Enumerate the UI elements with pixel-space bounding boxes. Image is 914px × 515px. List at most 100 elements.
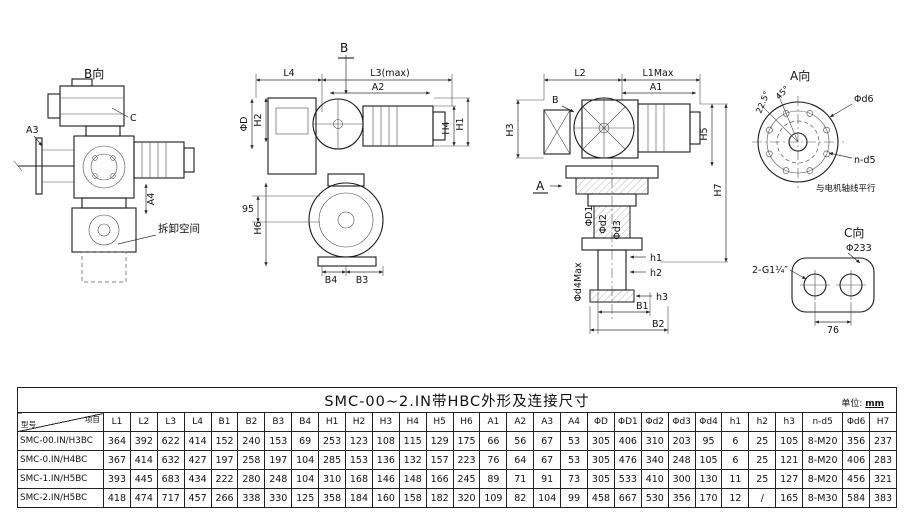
dim-value-cell: / [748, 488, 777, 508]
label-h5: H5 [699, 127, 710, 140]
label-a1: A1 [650, 82, 663, 93]
dim-value-cell: 91 [533, 469, 562, 489]
dim-value-cell: 8-M20 [802, 450, 844, 470]
dim-value-cell: 157 [425, 450, 454, 470]
dim-value-cell: 8-M20 [802, 469, 844, 489]
dim-value-cell: 305 [587, 431, 615, 451]
view-a-direction: A向 22.5° 45° Φd6 [752, 68, 876, 194]
dim-value-cell: 300 [667, 469, 696, 489]
column-header: L1 [103, 412, 131, 432]
dim-value-cell: 456 [842, 469, 871, 489]
dim-value-cell: 125 [291, 488, 320, 508]
dim-value-cell: 104 [291, 450, 320, 470]
flange-section [565, 160, 659, 320]
label-phi-d1: ΦD1 [584, 206, 595, 227]
dim-value-cell: 414 [183, 431, 212, 451]
dismantle-zone [81, 251, 127, 283]
dim-value-cell: 8-M20 [802, 431, 844, 451]
conduit-plate [791, 257, 875, 313]
dim-value-cell: 383 [869, 488, 897, 508]
unit-caption: 单位: [841, 399, 863, 409]
dim-value-cell: 148 [398, 469, 427, 489]
dim-value-cell: 266 [210, 488, 239, 508]
label-h7: H7 [713, 183, 724, 196]
dim-value-cell: 123 [345, 431, 373, 451]
flange-front [308, 182, 384, 258]
view-c-direction: C向 Φ233 2-G1¼″ 76 [752, 225, 875, 336]
dim-value-cell: 11 [721, 469, 750, 489]
view-side: L2 L1Max A1 B [505, 68, 728, 334]
dim-value-cell: 667 [613, 488, 642, 508]
dim-value-cell: 445 [129, 469, 158, 489]
label-a2: A2 [372, 82, 385, 93]
label-phi-d4max: Φd4Max [573, 262, 584, 302]
gearbox-body [73, 135, 135, 199]
label-angle-22-5: 22.5° [755, 90, 773, 115]
label-n-d5: n-d5 [854, 155, 876, 166]
dim-value-cell: 197 [264, 450, 293, 470]
handwheel-face [573, 97, 635, 159]
label-c: C [130, 113, 137, 124]
table-title-row: SMC-00~2.IN带HBC外形及连接尺寸 单位: mm [17, 387, 897, 413]
dim-value-cell: 127 [775, 469, 804, 489]
dim-value-cell: 622 [156, 431, 185, 451]
label-h2-small: h2 [650, 268, 662, 279]
dim-value-cell: 253 [318, 431, 347, 451]
dim-value-cell: 406 [842, 450, 871, 470]
dim-value-cell: 158 [398, 488, 427, 508]
dim-value-cell: 321 [869, 469, 897, 489]
dim-value-cell: 222 [210, 469, 239, 489]
dim-value-cell: 356 [842, 431, 871, 451]
column-header: H6 [452, 412, 481, 432]
dim-value-cell: 427 [183, 450, 212, 470]
dim-value-cell: 12 [721, 488, 750, 508]
view-b-title: B向 [84, 66, 104, 81]
dim-value-cell: 67 [533, 450, 562, 470]
dim-value-cell: 358 [318, 488, 347, 508]
column-header: h1 [721, 412, 750, 432]
terminal-box [47, 78, 125, 127]
table-title-cell: SMC-00~2.IN带HBC外形及连接尺寸 单位: mm [17, 387, 897, 413]
label-76: 76 [827, 325, 839, 336]
view-a-title: A向 [790, 68, 810, 83]
label-b3: B3 [356, 275, 369, 286]
dim-value-cell: 533 [613, 469, 642, 489]
dim-value-cell: 410 [640, 469, 669, 489]
column-header: h2 [748, 412, 777, 432]
label-l1max: L1Max [643, 68, 674, 79]
column-header: Φd6 [842, 412, 871, 432]
label-a3: A3 [26, 125, 39, 136]
dim-value-cell: 76 [479, 450, 508, 470]
column-header: Φd2 [640, 412, 669, 432]
dim-value-cell: 584 [842, 488, 871, 508]
column-header: H1 [318, 412, 347, 432]
dim-value-cell: 25 [748, 431, 777, 451]
dim-value-cell: 223 [452, 450, 481, 470]
label-phi-233: Φ233 [846, 243, 872, 254]
label-angle-45: 45° [774, 84, 792, 102]
dim-value-cell: 146 [371, 469, 400, 489]
label-l4: L4 [283, 68, 294, 79]
handwheel-front [312, 98, 364, 150]
flange-face [752, 93, 844, 188]
motor-side [637, 103, 701, 153]
technical-drawing: B向 C [13, 41, 876, 336]
dim-value-cell: 530 [640, 488, 669, 508]
label-phi-d6: Φd6 [854, 94, 874, 105]
dim-value-cell: 6 [721, 450, 750, 470]
dim-value-cell: 476 [613, 450, 642, 470]
model-cell: SMC-2.IN/H5BC [17, 488, 104, 508]
dim-value-cell: 64 [506, 450, 535, 470]
dim-value-cell: 356 [667, 488, 696, 508]
dim-value-cell: 104 [533, 488, 562, 508]
dim-value-cell: 248 [264, 469, 293, 489]
dim-value-cell: 283 [869, 450, 897, 470]
table-title: SMC-00~2.IN带HBC外形及连接尺寸 [324, 393, 590, 410]
view-front: B L4 L3(max) A2 [239, 41, 470, 286]
dim-value-cell: 320 [452, 488, 481, 508]
dim-value-cell: 240 [237, 431, 266, 451]
